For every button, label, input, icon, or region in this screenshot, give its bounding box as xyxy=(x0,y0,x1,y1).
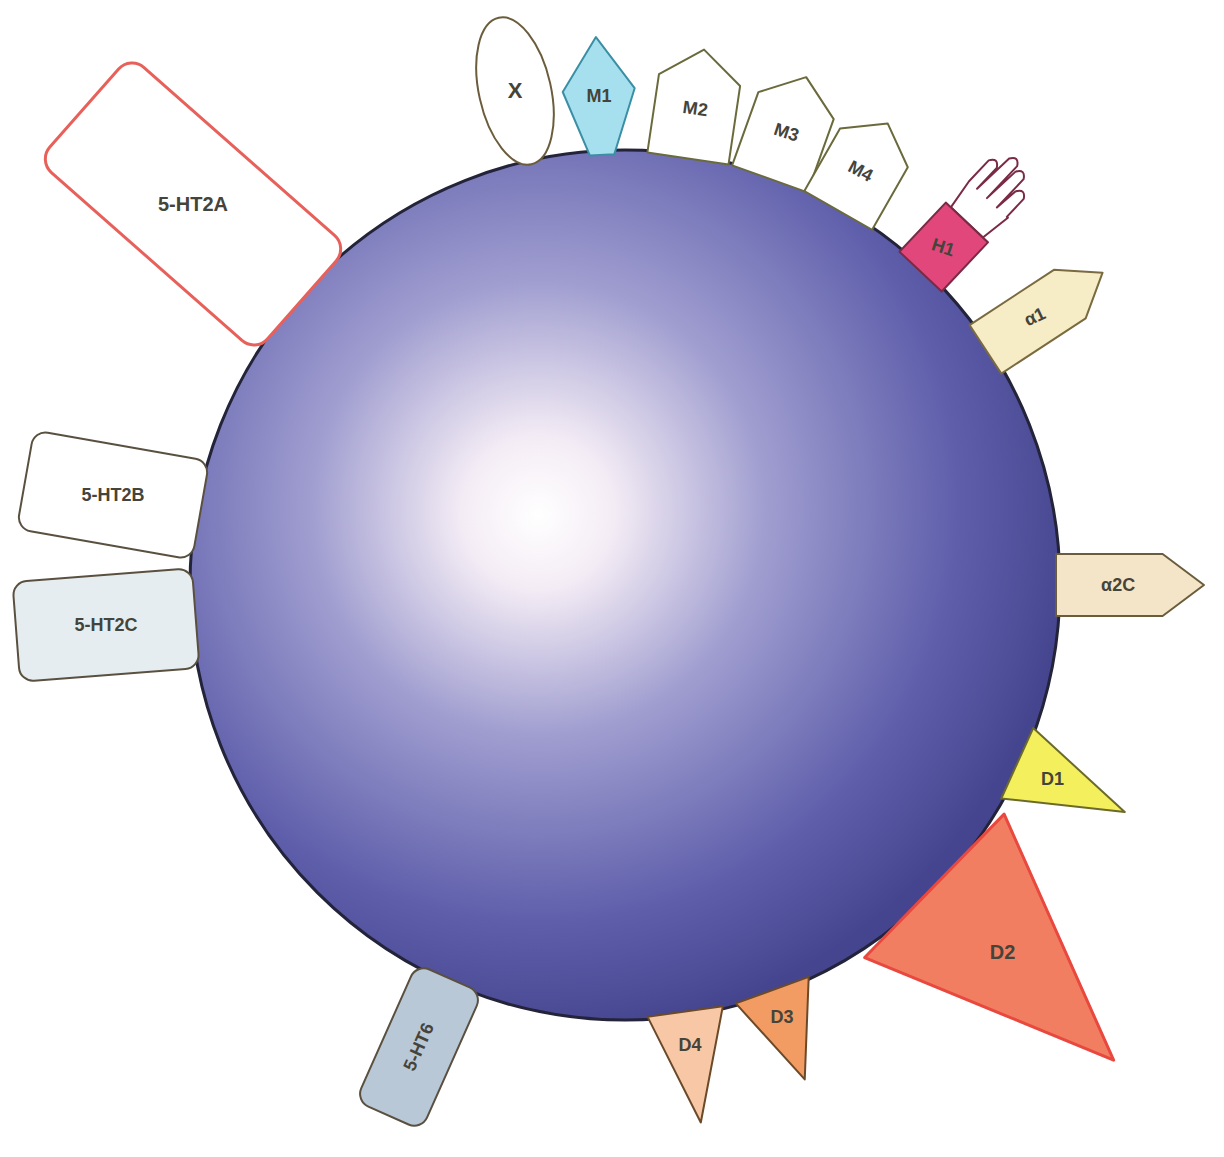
receptor-label: D2 xyxy=(989,940,1015,963)
label-holder: α2C xyxy=(1101,575,1135,596)
receptor-shape: M1 xyxy=(560,35,638,157)
receptor-outline-path xyxy=(647,44,744,165)
receptor-outline-path xyxy=(17,430,210,559)
receptor-outline-path xyxy=(899,202,988,291)
receptor-label: M2 xyxy=(681,98,709,122)
receptor-outline-path xyxy=(1056,554,1204,616)
receptor-outline-path xyxy=(970,248,1119,373)
receptor-outline-path xyxy=(1002,728,1141,847)
label-holder: 5-HT2C xyxy=(74,615,137,636)
receptor-outline-path xyxy=(560,35,638,157)
receptor-shape: 5-HT2B xyxy=(17,430,210,559)
receptor-outline-path xyxy=(736,977,841,1093)
receptor-outline-path xyxy=(864,814,1183,1132)
label-holder: M2 xyxy=(681,98,709,122)
receptor-shape: 5-HT2A xyxy=(38,56,348,353)
label-holder: 5-HT2B xyxy=(81,484,144,505)
receptor-shape: 5-HT2C xyxy=(12,568,199,682)
receptor-shape: 5-HT6 xyxy=(356,964,483,1130)
receptor-shape: α2C xyxy=(1056,554,1204,616)
receptor-label: 5-HT2B xyxy=(81,484,144,505)
receptor-label: 5-HT2C xyxy=(74,615,137,636)
receptor-outline xyxy=(864,814,1183,1132)
receptor-label: M1 xyxy=(587,85,612,106)
receptor-outline-path xyxy=(805,104,922,230)
receptor-label: D3 xyxy=(771,1006,794,1027)
label-holder: D1 xyxy=(1041,769,1064,790)
receptor-outline-path xyxy=(356,964,483,1130)
receptor-outline xyxy=(1002,728,1141,847)
receptor-outline xyxy=(970,248,1119,373)
label-holder: 5-HT2A xyxy=(158,193,228,216)
receptor-shape: D2 xyxy=(864,814,1183,1132)
receptor-shape: α1 xyxy=(970,248,1119,373)
receptor-outline xyxy=(647,1007,738,1128)
label-holder: D2 xyxy=(989,940,1015,963)
receptor-label: X xyxy=(507,79,522,104)
label-holder: D4 xyxy=(678,1035,701,1056)
receptor-label: 5-HT2A xyxy=(158,193,228,216)
receptor-outline-path xyxy=(463,10,566,172)
receptor-shape: D4 xyxy=(647,1007,738,1128)
receptor-label: D4 xyxy=(678,1035,701,1056)
receptor-outline xyxy=(736,977,841,1093)
label-holder: D3 xyxy=(771,1006,794,1027)
receptor-shape: M2 xyxy=(647,44,744,165)
receptor-shape: H1 xyxy=(899,142,1044,291)
receptor-outline-path xyxy=(647,1007,738,1128)
receptor-shape: X xyxy=(463,10,566,172)
label-holder: X xyxy=(507,79,522,104)
receptor-outline-path xyxy=(38,56,348,353)
receptor-outline xyxy=(899,142,1044,291)
receptor-shape: D1 xyxy=(1002,728,1141,847)
receptor-label: D1 xyxy=(1041,769,1064,790)
label-holder: M1 xyxy=(587,85,612,106)
receptor-label: α2C xyxy=(1101,575,1135,596)
receptor-shape: D3 xyxy=(736,977,841,1093)
receptor-outline-path xyxy=(12,568,199,682)
